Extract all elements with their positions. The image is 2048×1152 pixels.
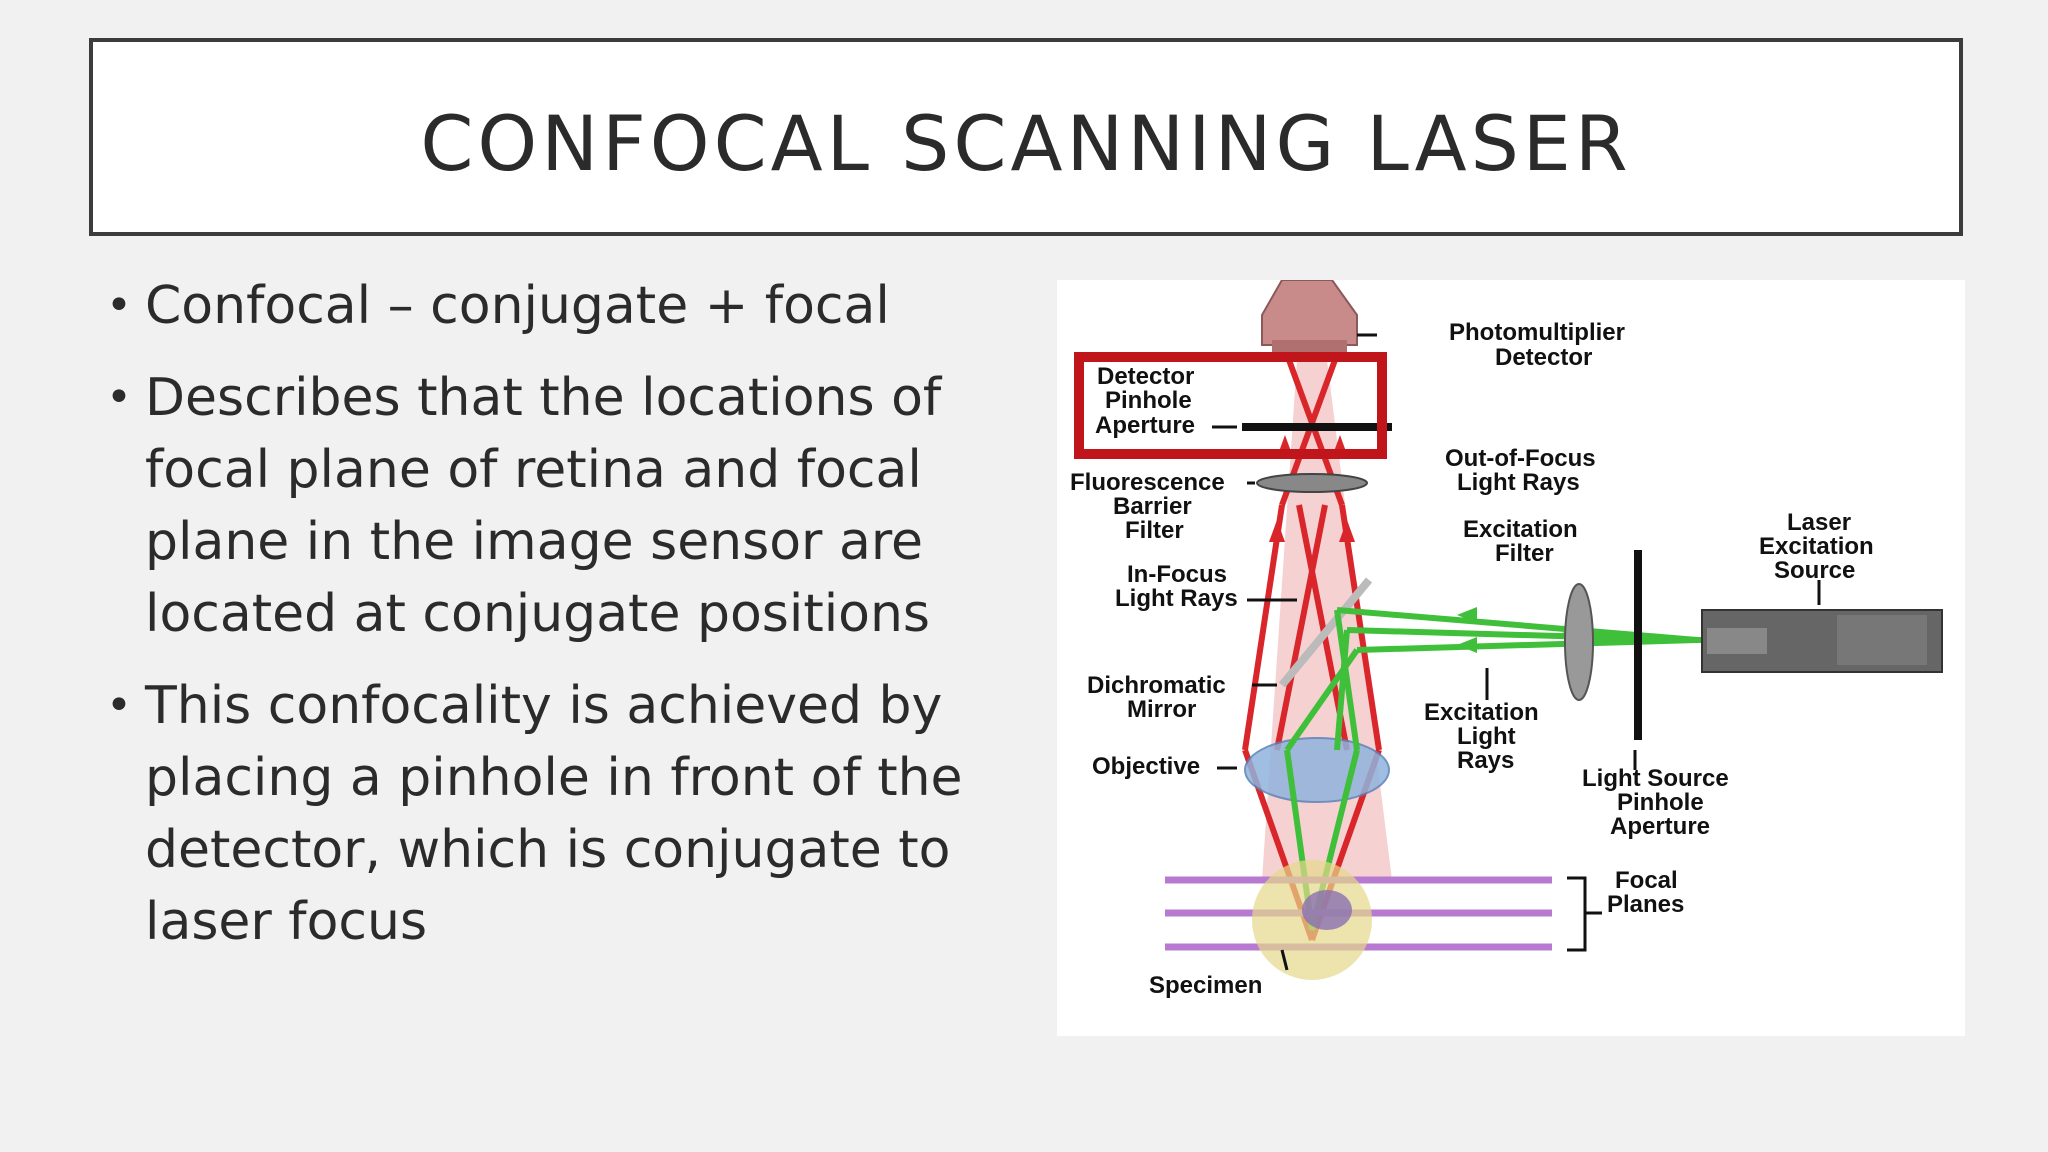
label-excitation-filter: Excitation bbox=[1463, 516, 1578, 543]
label-specimen: Specimen bbox=[1149, 972, 1262, 999]
laser-nozzle bbox=[1707, 628, 1767, 654]
bullet-line: Describes that the locations of bbox=[145, 368, 942, 428]
bullet-dot-icon: • bbox=[106, 680, 132, 731]
leader-lines bbox=[1212, 333, 1821, 971]
label-light-source: Light Source bbox=[1582, 765, 1729, 792]
label-excitation-rays-3: Rays bbox=[1457, 747, 1514, 774]
bullet-item: • Confocal – conjugate + focal bbox=[100, 270, 1000, 342]
bullet-line: located at conjugate positions bbox=[145, 584, 931, 644]
detector-pinhole-icon bbox=[1242, 423, 1392, 431]
bullet-line: focal plane of retina and focal bbox=[145, 440, 922, 500]
label-filter: Filter bbox=[1125, 517, 1184, 544]
label-detector: Detector bbox=[1097, 363, 1194, 390]
label-out-of-focus: Out-of-Focus bbox=[1445, 445, 1596, 472]
label-excitation-light: Light bbox=[1457, 723, 1516, 750]
label-pinhole: Pinhole bbox=[1105, 387, 1192, 414]
title-box: CONFOCAL SCANNING LASER bbox=[89, 38, 1963, 236]
confocal-diagram-svg: Photomultiplier Detector Detector Pinhol… bbox=[1070, 280, 1943, 999]
diagram-labels: Photomultiplier Detector Detector Pinhol… bbox=[1070, 319, 1874, 999]
label-laser-excitation: Excitation bbox=[1759, 533, 1874, 560]
label-planes: Planes bbox=[1607, 891, 1684, 918]
bullet-list: • Confocal – conjugate + focal • Describ… bbox=[100, 270, 1000, 978]
label-fluorescence: Fluorescence bbox=[1070, 469, 1225, 496]
focal-bracket-icon bbox=[1567, 876, 1602, 952]
bullet-dot-icon: • bbox=[106, 280, 132, 331]
bullet-line: detector, which is conjugate to bbox=[145, 820, 951, 880]
label-focal: Focal bbox=[1615, 867, 1678, 894]
highlight-box bbox=[1074, 352, 1387, 459]
bullet-item: • This confocality is achieved by placin… bbox=[100, 670, 1000, 958]
label-light-source-pinhole: Pinhole bbox=[1617, 789, 1704, 816]
dichromatic-mirror-icon bbox=[1278, 577, 1373, 688]
label-photomultiplier: Photomultiplier bbox=[1449, 319, 1625, 346]
confocal-diagram: Photomultiplier Detector Detector Pinhol… bbox=[1057, 280, 1965, 1036]
bullet-line: laser focus bbox=[145, 892, 428, 952]
label-dichromatic: Dichromatic bbox=[1087, 672, 1226, 699]
label-excitation-filter-2: Filter bbox=[1495, 540, 1554, 567]
excitation-filter-icon bbox=[1564, 583, 1594, 701]
label-laser: Laser bbox=[1787, 509, 1851, 536]
bullet-line: This confocality is achieved by bbox=[145, 676, 943, 736]
bullet-dot-icon: • bbox=[106, 372, 132, 423]
label-light-source-aperture: Aperture bbox=[1610, 813, 1710, 840]
label-mirror: Mirror bbox=[1127, 696, 1196, 723]
photomultiplier-icon bbox=[1261, 280, 1358, 346]
label-in-focus-rays: Light Rays bbox=[1115, 585, 1238, 612]
bullet-item: • Describes that the locations of focal … bbox=[100, 362, 1000, 650]
label-in-focus: In-Focus bbox=[1127, 561, 1227, 588]
photomultiplier-base bbox=[1272, 340, 1347, 352]
label-aperture: Aperture bbox=[1095, 412, 1195, 439]
label-laser-source: Source bbox=[1774, 557, 1855, 584]
bullet-line: placing a pinhole in front of the bbox=[145, 748, 963, 808]
laser-body-detail bbox=[1837, 615, 1927, 665]
barrier-filter-icon bbox=[1256, 473, 1368, 493]
label-photomultiplier-detector: Detector bbox=[1495, 344, 1592, 371]
light-source-pinhole-icon bbox=[1634, 550, 1642, 740]
specimen-nucleus bbox=[1302, 890, 1352, 930]
label-excitation-rays: Excitation bbox=[1424, 699, 1539, 726]
label-objective: Objective bbox=[1092, 753, 1200, 780]
label-barrier: Barrier bbox=[1113, 493, 1192, 520]
label-out-of-focus-rays: Light Rays bbox=[1457, 469, 1580, 496]
slide-title: CONFOCAL SCANNING LASER bbox=[420, 99, 1632, 188]
bullet-line: plane in the image sensor are bbox=[145, 512, 924, 572]
bullet-text: Confocal – conjugate + focal bbox=[145, 276, 890, 336]
objective-lens-icon bbox=[1244, 737, 1390, 803]
